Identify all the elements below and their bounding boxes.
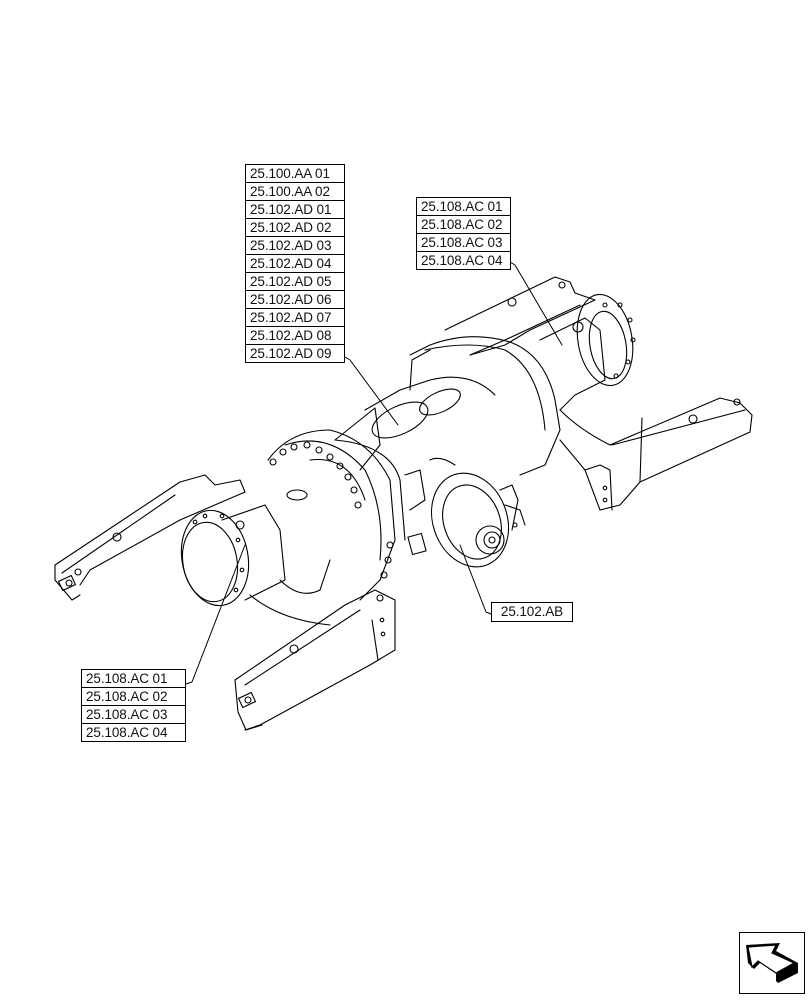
right-rear-arm (444, 276, 596, 356)
center-housing (334, 336, 561, 476)
callout-link[interactable]: 25.108.AC 04 (421, 253, 503, 268)
callout-link[interactable]: 25.108.AC 04 (86, 725, 168, 740)
callout-group-right-final-drive: 25.108.AC 01 25.108.AC 02 25.108.AC 03 2… (416, 197, 511, 270)
callout-group-left-final-drive: 25.108.AC 01 25.108.AC 02 25.108.AC 03 2… (81, 669, 186, 742)
callout-link[interactable]: 25.108.AC 03 (417, 234, 510, 252)
callout-link[interactable]: 25.100.AA 02 (246, 183, 344, 201)
callout-link[interactable]: 25.102.AB (500, 604, 564, 619)
callout-link[interactable]: 25.102.AD 09 (250, 346, 332, 361)
callout-link[interactable]: 25.102.AD 06 (246, 291, 344, 309)
leader-lines (185, 261, 563, 685)
left-front-arm (234, 589, 396, 731)
left-hub-flange (180, 504, 331, 626)
callout-link[interactable]: 25.102.AD 05 (246, 273, 344, 291)
callout-link[interactable]: 25.100.AA 01 (246, 165, 344, 183)
right-front-arm (559, 397, 753, 511)
callout-link[interactable]: 25.102.AD 04 (246, 255, 344, 273)
callout-link[interactable]: 25.108.AC 01 (417, 198, 510, 216)
left-drive-housing (267, 429, 406, 601)
callout-link[interactable]: 25.102.AD 07 (246, 309, 344, 327)
callout-link[interactable]: 25.108.AC 02 (417, 216, 510, 234)
callout-link[interactable]: 25.108.AC 03 (82, 706, 185, 724)
left-rear-arm (54, 474, 246, 601)
callout-group-differential: 25.102.AB (491, 602, 573, 622)
callout-link[interactable]: 25.108.AC 01 (82, 670, 185, 688)
next-page-arrow-icon[interactable] (739, 932, 805, 994)
callout-link[interactable]: 25.102.AD 02 (246, 219, 344, 237)
differential-carrier (404, 457, 526, 568)
callout-link[interactable]: 25.108.AC 02 (82, 688, 185, 706)
right-hub-flange (539, 293, 636, 411)
callout-link[interactable]: 25.102.AD 01 (246, 201, 344, 219)
callout-link[interactable]: 25.102.AD 03 (246, 237, 344, 255)
callout-link[interactable]: 25.102.AD 08 (246, 327, 344, 345)
bolt-ring (269, 441, 394, 579)
callout-group-center-housing: 25.100.AA 01 25.100.AA 02 25.102.AD 01 2… (245, 164, 345, 363)
